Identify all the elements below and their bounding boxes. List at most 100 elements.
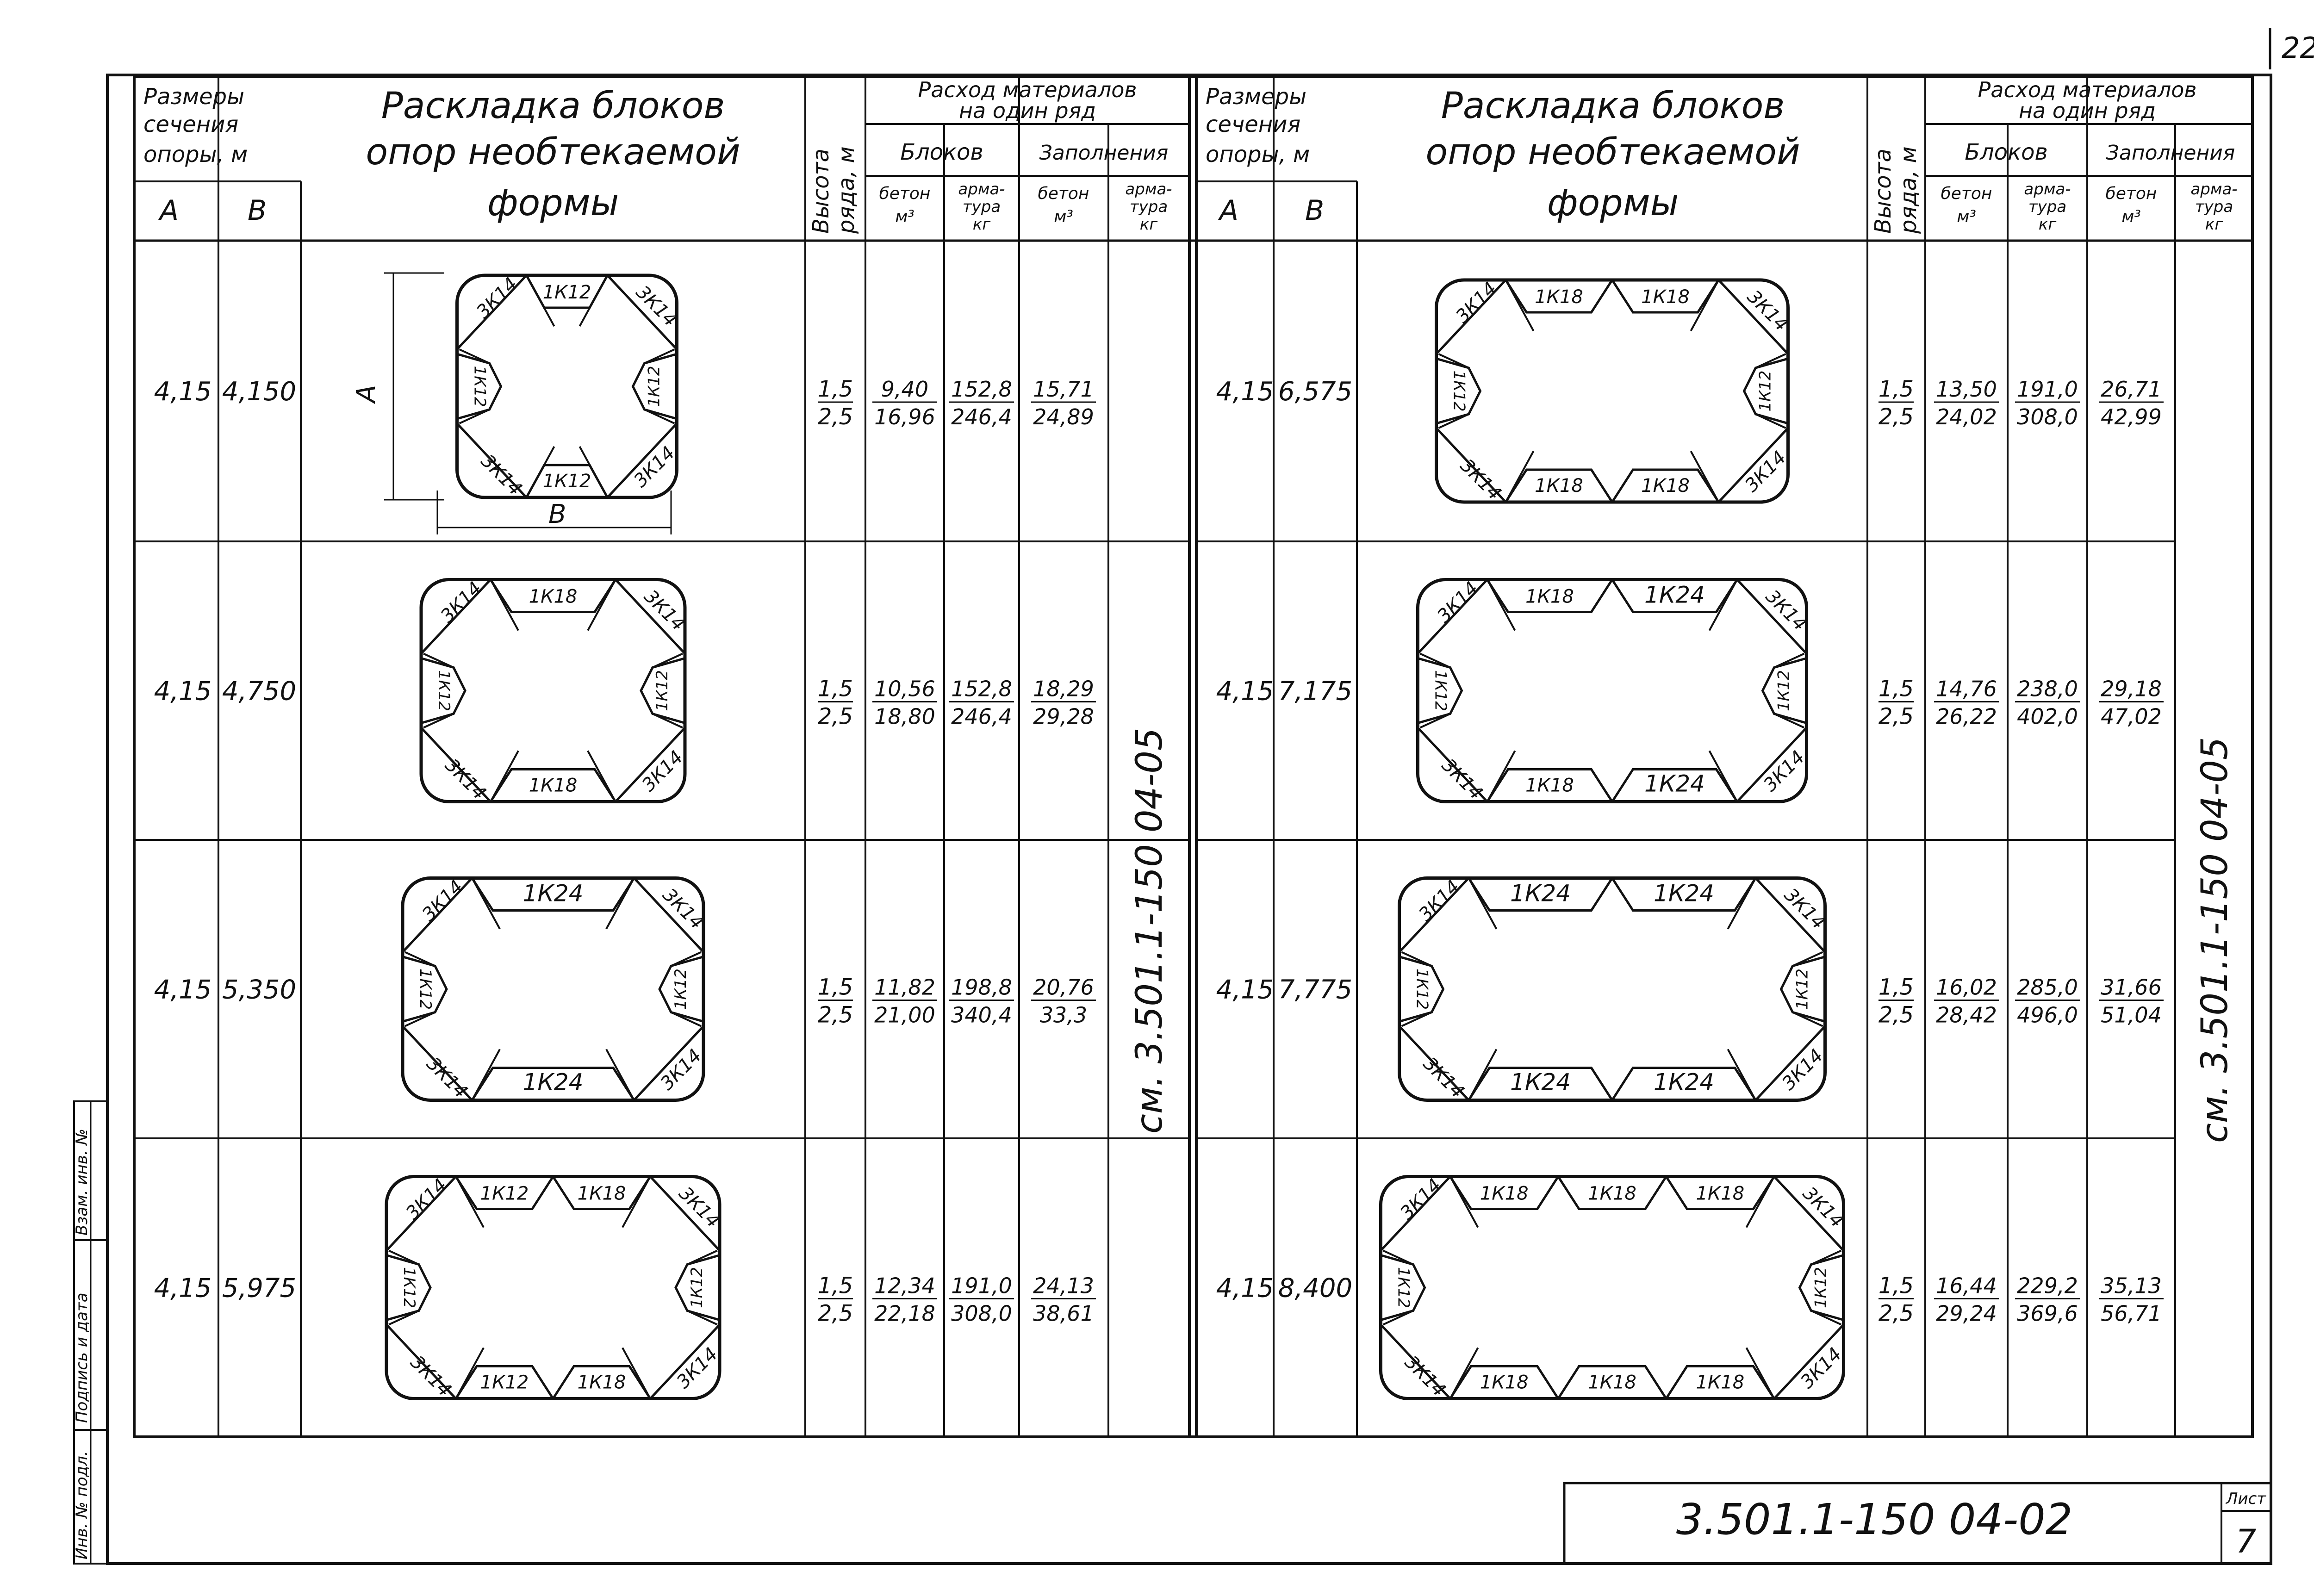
cell-concrete-blocks-upper: 16,44: [1936, 1273, 1997, 1298]
cell-height-upper: 1,5: [1879, 975, 1914, 1000]
side-block: [1742, 357, 1789, 425]
corner-block-edge: [615, 578, 686, 655]
cell-concrete-fill-lower: 33,3: [1040, 1003, 1087, 1028]
joint-line: [471, 877, 501, 930]
bottom-block-label: 1К24: [1654, 1069, 1714, 1096]
header-col-a-r: А: [1218, 194, 1238, 227]
header-sizes-line2: сечения: [143, 112, 238, 137]
top-block-label: 1К18: [1588, 1183, 1636, 1205]
side-block: [640, 657, 685, 724]
joint-line: [1505, 279, 1535, 331]
cell-size-a: 4,15: [154, 1273, 212, 1304]
joint-line: [471, 1049, 501, 1101]
side-block-label: 1К12: [435, 670, 453, 711]
cell-concrete-fill-upper: 24,13: [1033, 1273, 1094, 1298]
bottom-block: [1557, 1365, 1667, 1399]
joint-line: [1810, 1249, 1842, 1266]
joint-line: [1486, 579, 1516, 631]
reference-note-left: см. 3.501.1-150 04-05: [1129, 728, 1170, 1134]
header-sizes-line3: опоры, м: [143, 142, 248, 168]
cell-concrete-blocks-upper: 13,50: [1936, 377, 1997, 402]
side-block-label: 1К12: [688, 1267, 706, 1308]
cell-rebar-blocks-upper: 238,0: [2017, 677, 2078, 702]
side-block-label: 1К12: [400, 1267, 418, 1308]
top-block: [454, 1176, 554, 1210]
cell-size-a: 4,15: [1216, 377, 1274, 407]
header-sizes-line3-r: опоры, м: [1206, 142, 1310, 168]
joint-line: [578, 446, 609, 498]
cell-concrete-blocks-lower: 28,42: [1936, 1003, 1997, 1028]
support-outline: [455, 273, 678, 499]
cell-concrete-fill-upper: 18,29: [1033, 677, 1094, 702]
cell-concrete-blocks-upper: 14,76: [1936, 677, 1997, 702]
cell-rebar-blocks-lower: 369,6: [2017, 1301, 2078, 1326]
corner-block-edge: [1435, 279, 1507, 355]
top-block-label: 1К24: [523, 880, 584, 907]
cell-concrete-fill-lower: 47,02: [2101, 704, 2162, 729]
top-block: [1557, 1176, 1667, 1210]
side-block-label: 1К12: [1450, 370, 1468, 411]
joint-line: [1773, 652, 1805, 669]
corner-block-edge: [420, 727, 491, 803]
margin-stamp: Инв. № подл. Подпись и дата Взам. инв. №: [73, 1100, 108, 1565]
joint-line: [671, 1011, 702, 1027]
joint-line: [1727, 877, 1757, 930]
corner-block-edge: [1417, 727, 1488, 803]
bottom-block-label: 1К24: [523, 1069, 584, 1096]
sheet-number: 7: [2236, 1522, 2257, 1560]
cell-concrete-fill-upper: 31,66: [2101, 975, 2162, 1000]
sheet-label: Лист: [2225, 1490, 2266, 1508]
top-block-label: 1К18: [1696, 1183, 1744, 1205]
header-blocks: Блоков: [900, 139, 983, 165]
top-block: [1665, 1176, 1775, 1210]
cell-size-b: 7,175: [1278, 677, 1352, 707]
corner-block-label: 3К14: [477, 450, 526, 500]
cell-concrete-blocks-lower: 24,02: [1936, 404, 1997, 429]
cell-rebar-blocks-lower: 496,0: [2017, 1003, 2078, 1028]
page-number-top: 22: [2282, 31, 2314, 65]
cell-height-lower: 2,5: [818, 404, 853, 430]
bottom-block-label: 1К18: [1588, 1372, 1636, 1393]
corner-block-edge: [1773, 1323, 1845, 1400]
cell-height-upper: 1,5: [818, 676, 853, 702]
header-consumption-line1-r: Расход материалов: [1978, 77, 2197, 102]
bottom-block-label: 1К18: [1641, 475, 1690, 497]
joint-line: [1755, 353, 1786, 369]
cell-rebar-blocks-lower: 340,4: [951, 1003, 1012, 1028]
header-layout-line1: Раскладка блоков: [381, 85, 725, 127]
side-block: [1761, 657, 1807, 724]
cell-size-b: 5,975: [222, 1273, 296, 1304]
joint-line: [423, 652, 454, 669]
support-outline: [1398, 876, 1827, 1102]
corner-block-edge: [402, 877, 473, 953]
top-block: [1611, 877, 1757, 912]
cell-concrete-fill-lower: 24,89: [1033, 404, 1094, 429]
bottom-block: [552, 1365, 652, 1399]
header-sizes-line1: Размеры: [143, 84, 244, 110]
cell-rebar-blocks-lower: 308,0: [2017, 404, 2078, 429]
side-block: [421, 657, 467, 724]
corner-block-label: 3К14: [1419, 1053, 1468, 1103]
header-col-a: А: [158, 194, 179, 227]
top-block: [1449, 1176, 1559, 1210]
cell-rebar-blocks-upper: 229,2: [2017, 1273, 2078, 1298]
joint-line: [1449, 1347, 1479, 1399]
cell-concrete-fill-upper: 15,71: [1033, 377, 1094, 402]
joint-line: [1468, 1049, 1498, 1101]
corner-block-label: 3К14: [1433, 578, 1483, 627]
corner-block-edge: [402, 1025, 473, 1101]
cell-size-a: 4,15: [1216, 975, 1274, 1005]
cell-concrete-blocks-upper: 12,34: [874, 1273, 935, 1298]
cell-height-lower: 2,5: [818, 1301, 853, 1327]
joint-line: [687, 1310, 718, 1326]
